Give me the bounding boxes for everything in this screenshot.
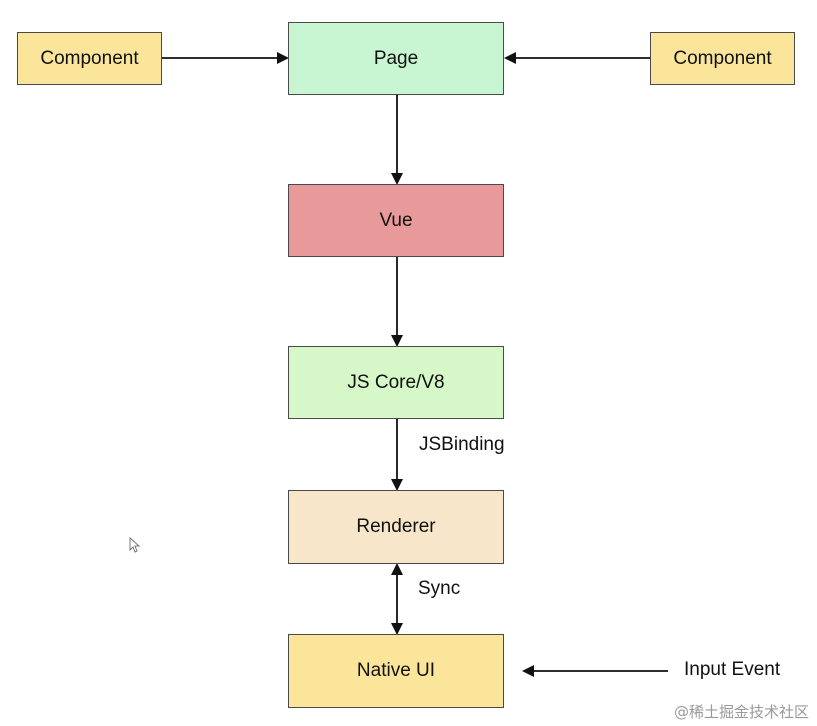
node-vue: Vue (288, 184, 504, 257)
node-component-right: Component (650, 32, 795, 85)
node-renderer: Renderer (288, 490, 504, 564)
node-js-core-v8: JS Core/V8 (288, 346, 504, 419)
edge-label-sync: Sync (418, 578, 461, 599)
node-component-left: Component (17, 32, 162, 85)
edge-label-jsbinding: JSBinding (419, 434, 505, 455)
node-page: Page (288, 22, 504, 95)
edge-label-input-event: Input Event (684, 659, 781, 680)
mouse-cursor-icon (129, 537, 141, 553)
watermark: @稀土掘金技术社区 (673, 703, 809, 721)
node-native-ui: Native UI (288, 634, 504, 708)
